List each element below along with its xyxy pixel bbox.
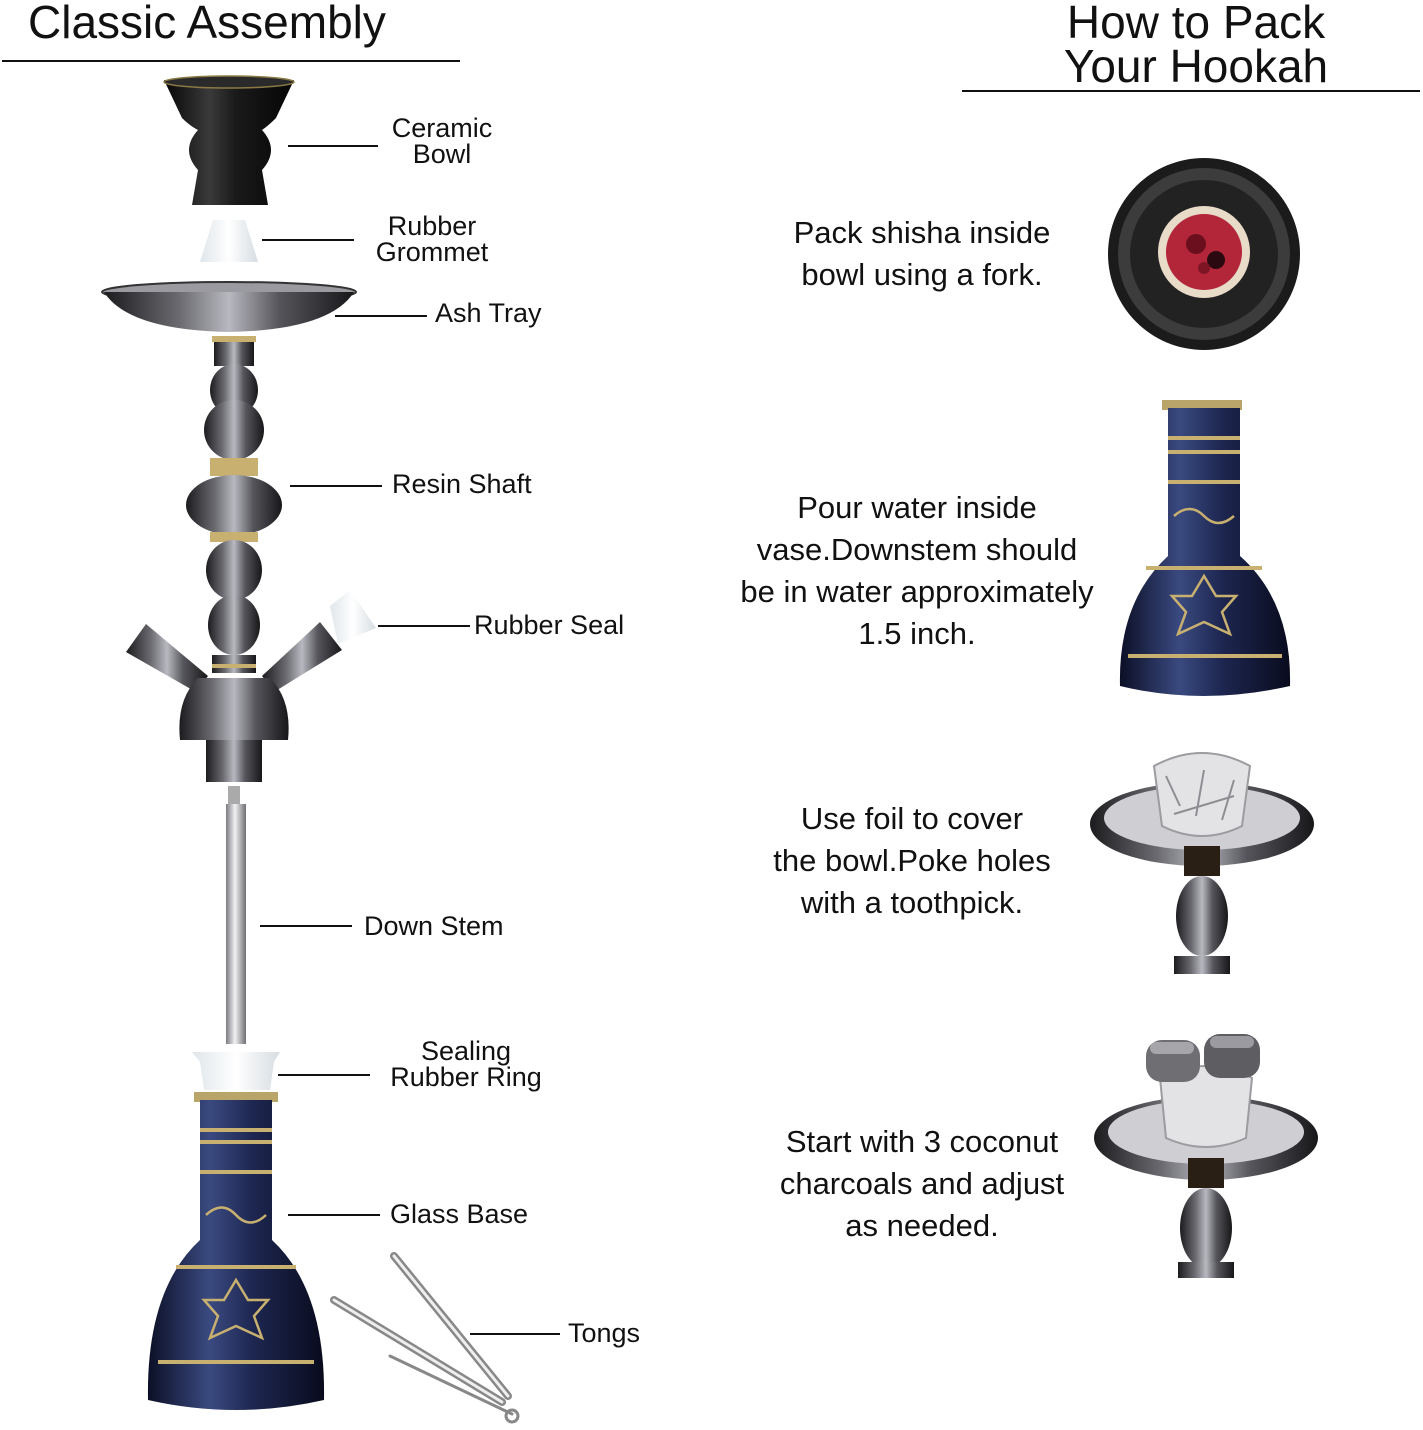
tongs-leader (470, 1333, 560, 1335)
step-4-line-3: as needed. (845, 1208, 999, 1243)
step-3-line-2: the bowl.Poke holes (773, 843, 1051, 878)
resin-shaft-drawing (126, 336, 342, 782)
down-stem-label: Down Stem (364, 911, 504, 941)
how-to-pack-title-line2: Your Hookah (1063, 40, 1329, 92)
ceramic-bowl-label-line2: Bowl (412, 139, 472, 169)
rubber-grommet-label-line2: Grommet (375, 237, 489, 267)
resin-shaft-leader (290, 485, 382, 487)
ceramic-bowl-drawing (163, 75, 295, 205)
step-4-line-1: Start with 3 coconut (785, 1124, 1059, 1159)
step-2-text: Pour water inside vase.Downstem should b… (702, 487, 1132, 655)
glass-base-label: Glass Base (390, 1199, 529, 1229)
sealing-rubber-ring-label-line2: Rubber Ring (390, 1062, 542, 1092)
resin-shaft-label: Resin Shaft (392, 469, 532, 499)
step-1-bowl-photo (1108, 158, 1300, 350)
step-1-text: Pack shisha inside bowl using a fork. (742, 212, 1102, 296)
classic-assembly-title: Classic Assembly (28, 0, 386, 48)
step-4-charcoal-bowl-photo (1094, 1034, 1318, 1278)
ceramic-bowl-label: Ceramic Bowl (372, 113, 512, 169)
step-2-line-4: 1.5 inch. (858, 616, 976, 651)
hookah-assembly-illustration (101, 75, 520, 1424)
rubber-seal-leader (378, 625, 470, 627)
rubber-seal-label: Rubber Seal (474, 610, 625, 640)
rubber-grommet-drawing (200, 220, 258, 262)
rubber-grommet-label-line1: Rubber (387, 211, 477, 241)
step-3-line-3: with a toothpick. (800, 885, 1024, 920)
ceramic-bowl-leader (288, 145, 378, 147)
down-stem-leader (260, 925, 352, 927)
tongs-drawing (330, 1252, 520, 1424)
ash-tray-leader (335, 315, 427, 317)
step-2-line-2: vase.Downstem should (756, 532, 1078, 567)
rubber-grommet-leader (262, 239, 354, 241)
how-to-pack-underline (962, 90, 1420, 92)
how-to-pack-title-line1: How to Pack (1066, 0, 1326, 48)
ash-tray-drawing (101, 281, 357, 332)
tongs-label: Tongs (568, 1318, 641, 1348)
step-4-text: Start with 3 coconut charcoals and adjus… (742, 1121, 1102, 1247)
glass-base-leader (288, 1214, 380, 1216)
step-3-text: Use foil to cover the bowl.Poke holes wi… (732, 798, 1092, 924)
ash-tray-label: Ash Tray (435, 298, 542, 328)
rubber-seal-drawing (330, 590, 376, 644)
rubber-grommet-label: Rubber Grommet (362, 211, 502, 267)
step-3-line-1: Use foil to cover (800, 801, 1024, 836)
ceramic-bowl-label-line1: Ceramic (391, 113, 493, 143)
step-4-line-2: charcoals and adjust (779, 1166, 1065, 1201)
classic-assembly-underline (2, 60, 460, 62)
step-1-line-1: Pack shisha inside (793, 215, 1051, 250)
glass-base-drawing (147, 1092, 325, 1410)
sealing-rubber-ring-label: Sealing Rubber Ring (374, 1036, 558, 1092)
step-3-foil-bowl-photo (1090, 752, 1314, 974)
how-to-pack-title: How to Pack Your Hookah (1000, 0, 1392, 92)
sealing-rubber-ring-label-line1: Sealing (420, 1036, 512, 1066)
step-2-line-3: be in water approximately (740, 574, 1094, 609)
sealing-rubber-ring-leader (278, 1074, 370, 1076)
down-stem-drawing (226, 786, 246, 1044)
step-1-line-2: bowl using a fork. (801, 257, 1043, 292)
sealing-rubber-ring-drawing (192, 1052, 280, 1090)
step-2-vase-photo (1119, 400, 1291, 696)
step-2-line-1: Pour water inside (797, 490, 1037, 525)
